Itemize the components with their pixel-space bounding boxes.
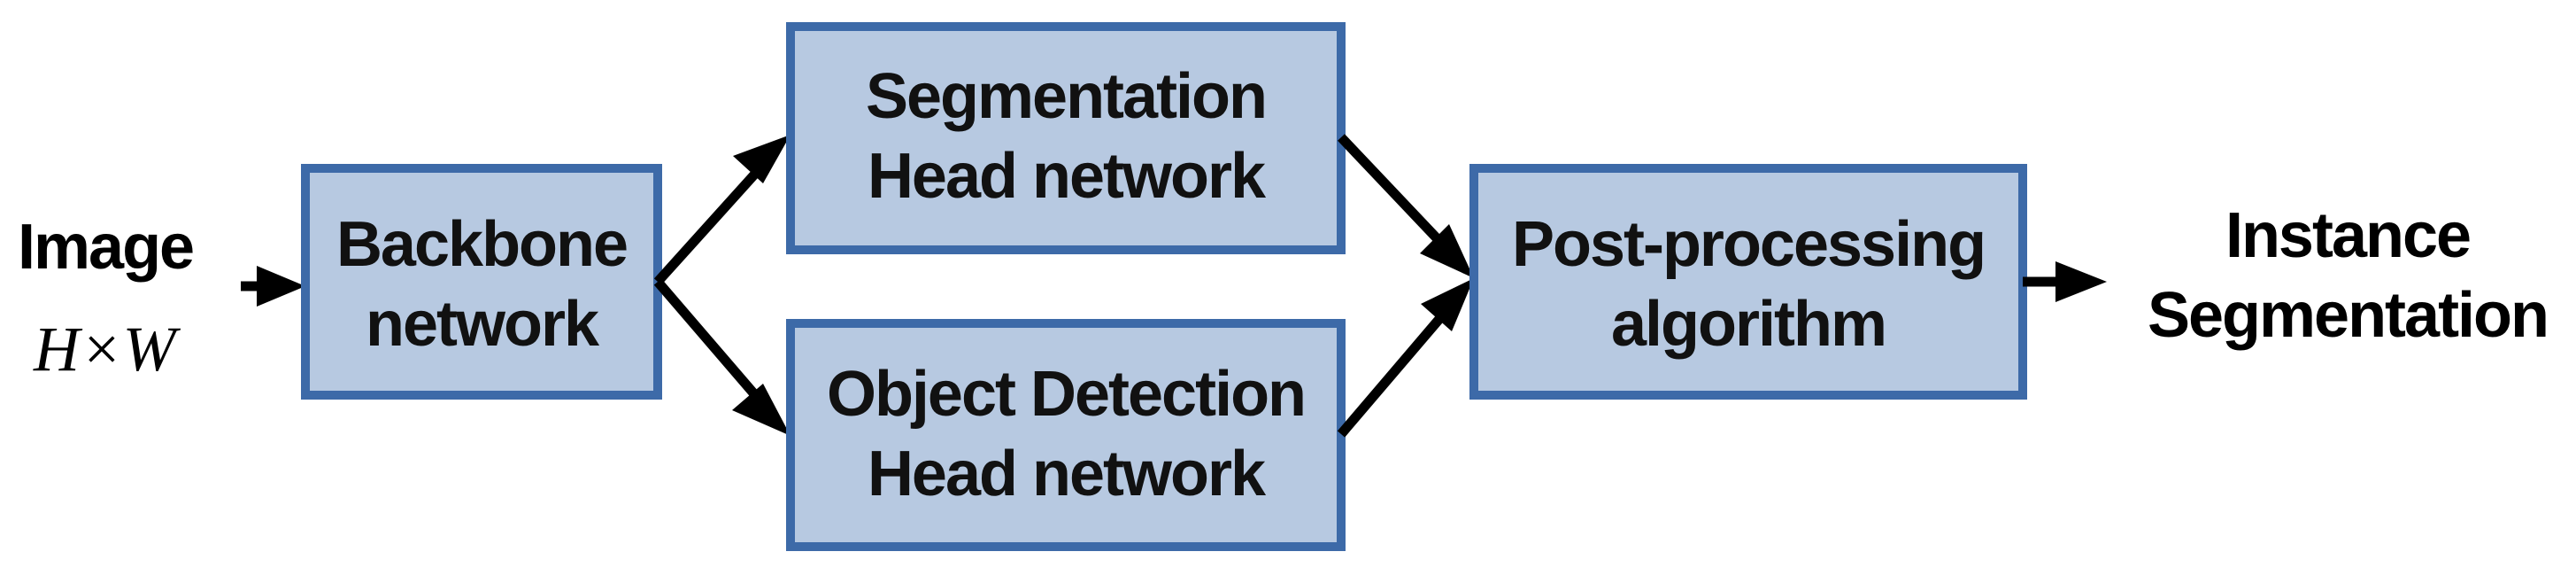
segmentation-label-line2: Head network [868, 141, 1267, 212]
postprocessing-label-line1: Post-processing [1512, 209, 1985, 280]
backbone-label-line1: Backbone [336, 209, 627, 280]
detection-label-line2: Head network [868, 439, 1267, 509]
backbone-label-line2: network [366, 289, 600, 360]
postprocessing-label-line2: algorithm [1611, 289, 1886, 360]
backbone-box: Backbone network [301, 164, 662, 400]
input-image-label: Image [18, 212, 193, 283]
output-label-line2: Segmentation [2148, 280, 2548, 351]
detection-head-box: Object Detection Head network [786, 319, 1346, 551]
arrow-image-to-backbone [241, 266, 305, 307]
input-size-label: H×W [33, 314, 181, 385]
arrow-postprocessing-to-output [2023, 261, 2107, 302]
segmentation-label-line1: Segmentation [866, 61, 1266, 132]
postprocessing-box: Post-processing algorithm [1469, 164, 2027, 400]
segmentation-head-box: Segmentation Head network [786, 22, 1346, 254]
arrow-detection-to-postprocessing [1337, 278, 1474, 438]
arrow-segmentation-to-postprocessing [1338, 134, 1474, 278]
output-label-line1: Instance [2225, 200, 2470, 271]
arrow-backbone-to-segmentation [653, 135, 791, 285]
arrow-backbone-to-detection [653, 278, 791, 436]
detection-label-line1: Object Detection [827, 359, 1305, 430]
